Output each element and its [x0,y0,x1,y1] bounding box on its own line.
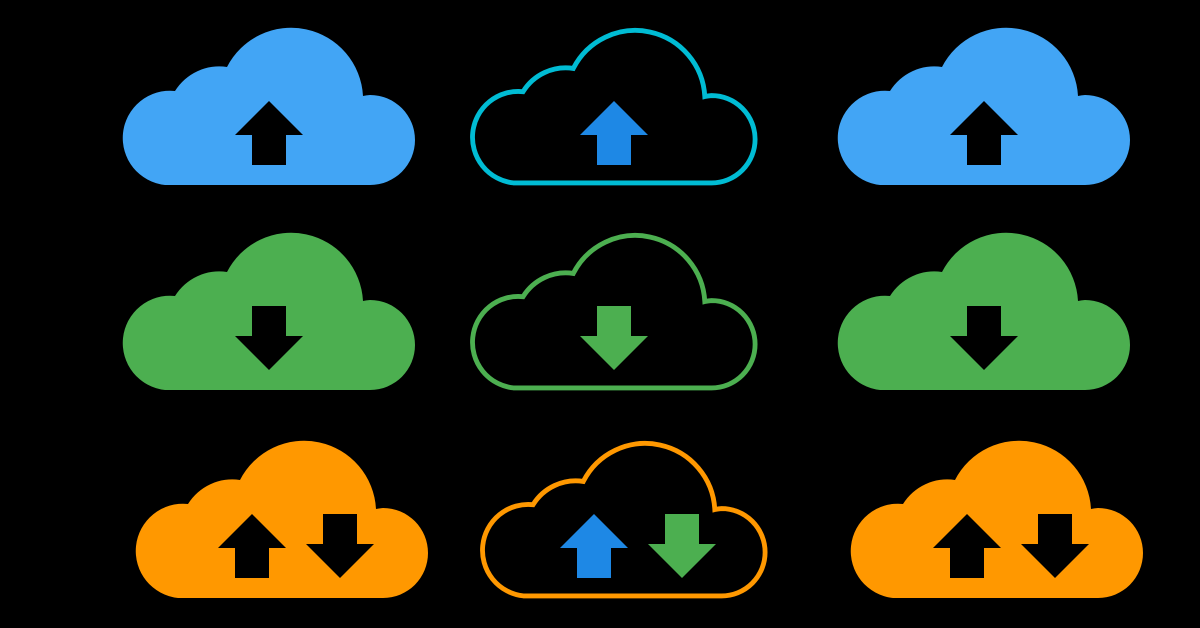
arrow-down-icon [1021,514,1089,578]
cloud-upload-outline-blue-icon [470,28,758,186]
cloud-shape [850,440,1143,598]
arrow-up-icon [218,514,286,578]
arrow-down-icon [235,306,303,370]
cloud-sync-outline-orange-icon [480,441,768,599]
cloud-download-filled-green-icon [122,232,415,390]
cloud-shape [480,441,768,599]
cloud-sync-filled-orange-icon [135,440,428,598]
cloud-sync-filled-orange-icon [850,440,1143,598]
arrow-down-icon [580,306,648,370]
arrow-up-icon [950,101,1018,165]
cloud-download-outline-green-icon [470,233,758,391]
cloud-upload-filled-blue-icon [837,27,1130,185]
cloud-upload-filled-blue-icon [122,27,415,185]
arrow-down-icon [950,306,1018,370]
cloud-shape [470,28,758,186]
arrow-up-icon [580,101,648,165]
cloud-shape [135,440,428,598]
arrow-down-icon [306,514,374,578]
arrow-up-icon [560,514,628,578]
cloud-shape [470,233,758,391]
arrow-up-icon [933,514,1001,578]
arrow-down-icon [648,514,716,578]
cloud-download-filled-green-icon [837,232,1130,390]
arrow-up-icon [235,101,303,165]
